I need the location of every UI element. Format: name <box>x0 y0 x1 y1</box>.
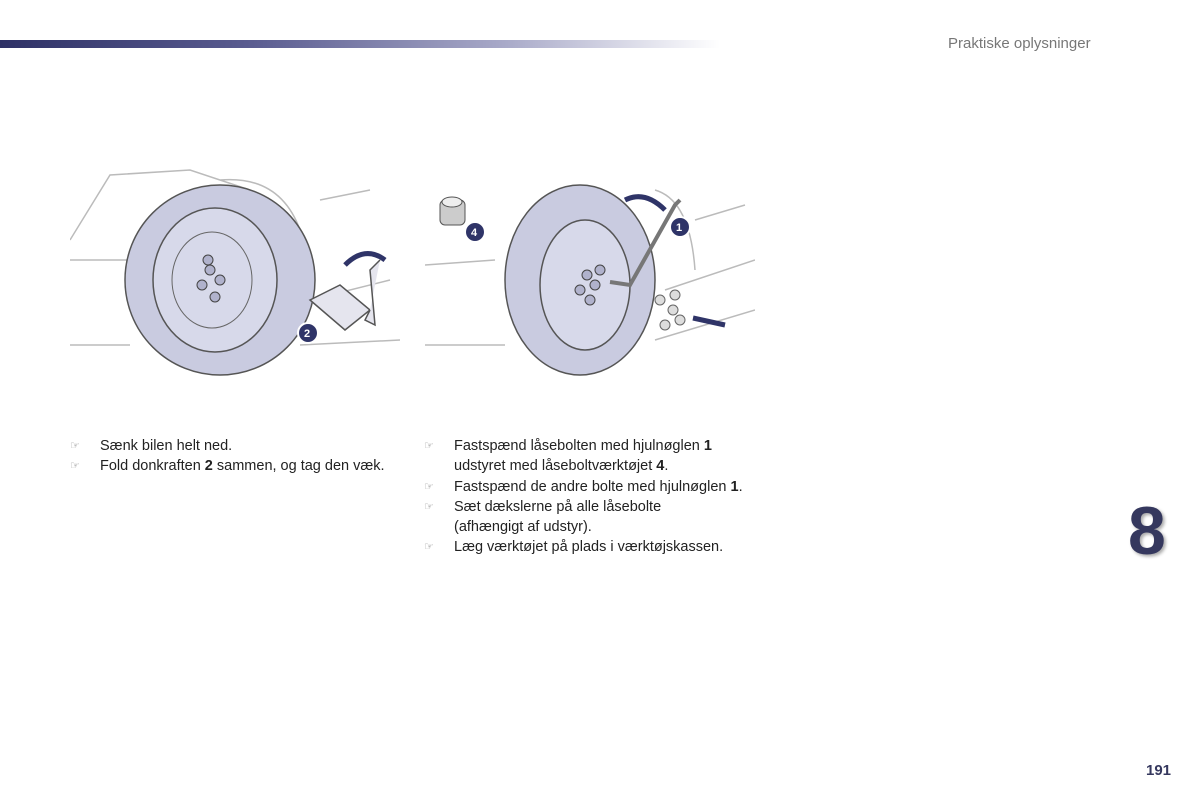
jack <box>308 259 381 331</box>
arrow-icon <box>343 251 387 267</box>
arrow-icon <box>692 315 726 328</box>
wheel-brace <box>609 198 682 288</box>
pointing-hand-icon: ☞ <box>424 440 434 452</box>
list-item: ☞Fastspænd låsebolten med hjulnøglen 1 u… <box>424 438 712 475</box>
illustration-lower-jack: 2 <box>70 169 400 376</box>
header-gradient-bar <box>0 40 720 48</box>
illustration-tighten-bolts: 4 1 <box>425 184 755 376</box>
pointing-hand-icon: ☞ <box>424 500 434 513</box>
list-item: ☞Sænk bilen helt ned. <box>70 436 410 456</box>
page-number: 191 <box>1146 762 1172 779</box>
pointing-hand-icon: ☞ <box>424 480 434 493</box>
instruction-list-left: ☞Sænk bilen helt ned. ☞Fold donkraften 2… <box>70 436 410 477</box>
svg-text:4: 4 <box>471 227 478 239</box>
callout-2 <box>297 322 319 344</box>
list-item: ☞Læg værktøjet på plads i værktøjskassen… <box>424 537 754 557</box>
svg-text:2: 2 <box>304 328 310 340</box>
section-title: Praktiske oplysninger <box>948 35 1091 52</box>
callout-1 <box>669 216 691 238</box>
callout-4 <box>464 221 486 243</box>
instruction-list-right: ☞Fastspænd låsebolten med hjulnøglen 1 u… <box>424 436 754 558</box>
list-item: ☞Fold donkraften 2 sammen, og tag den væ… <box>70 456 410 476</box>
pointing-hand-icon: ☞ <box>70 440 80 452</box>
list-item: ☞Sæt dækslerne på alle låsebolte (afhæng… <box>424 498 662 536</box>
locking-bolt-tool <box>439 196 466 226</box>
arrow-icon <box>623 194 667 212</box>
list-item: ☞Fastspænd de andre bolte med hjulnøglen… <box>424 477 754 497</box>
pointing-hand-icon: ☞ <box>70 460 80 473</box>
svg-text:1: 1 <box>676 222 682 234</box>
pointing-hand-icon: ☞ <box>424 541 434 554</box>
chapter-number: 8 <box>1128 493 1166 569</box>
